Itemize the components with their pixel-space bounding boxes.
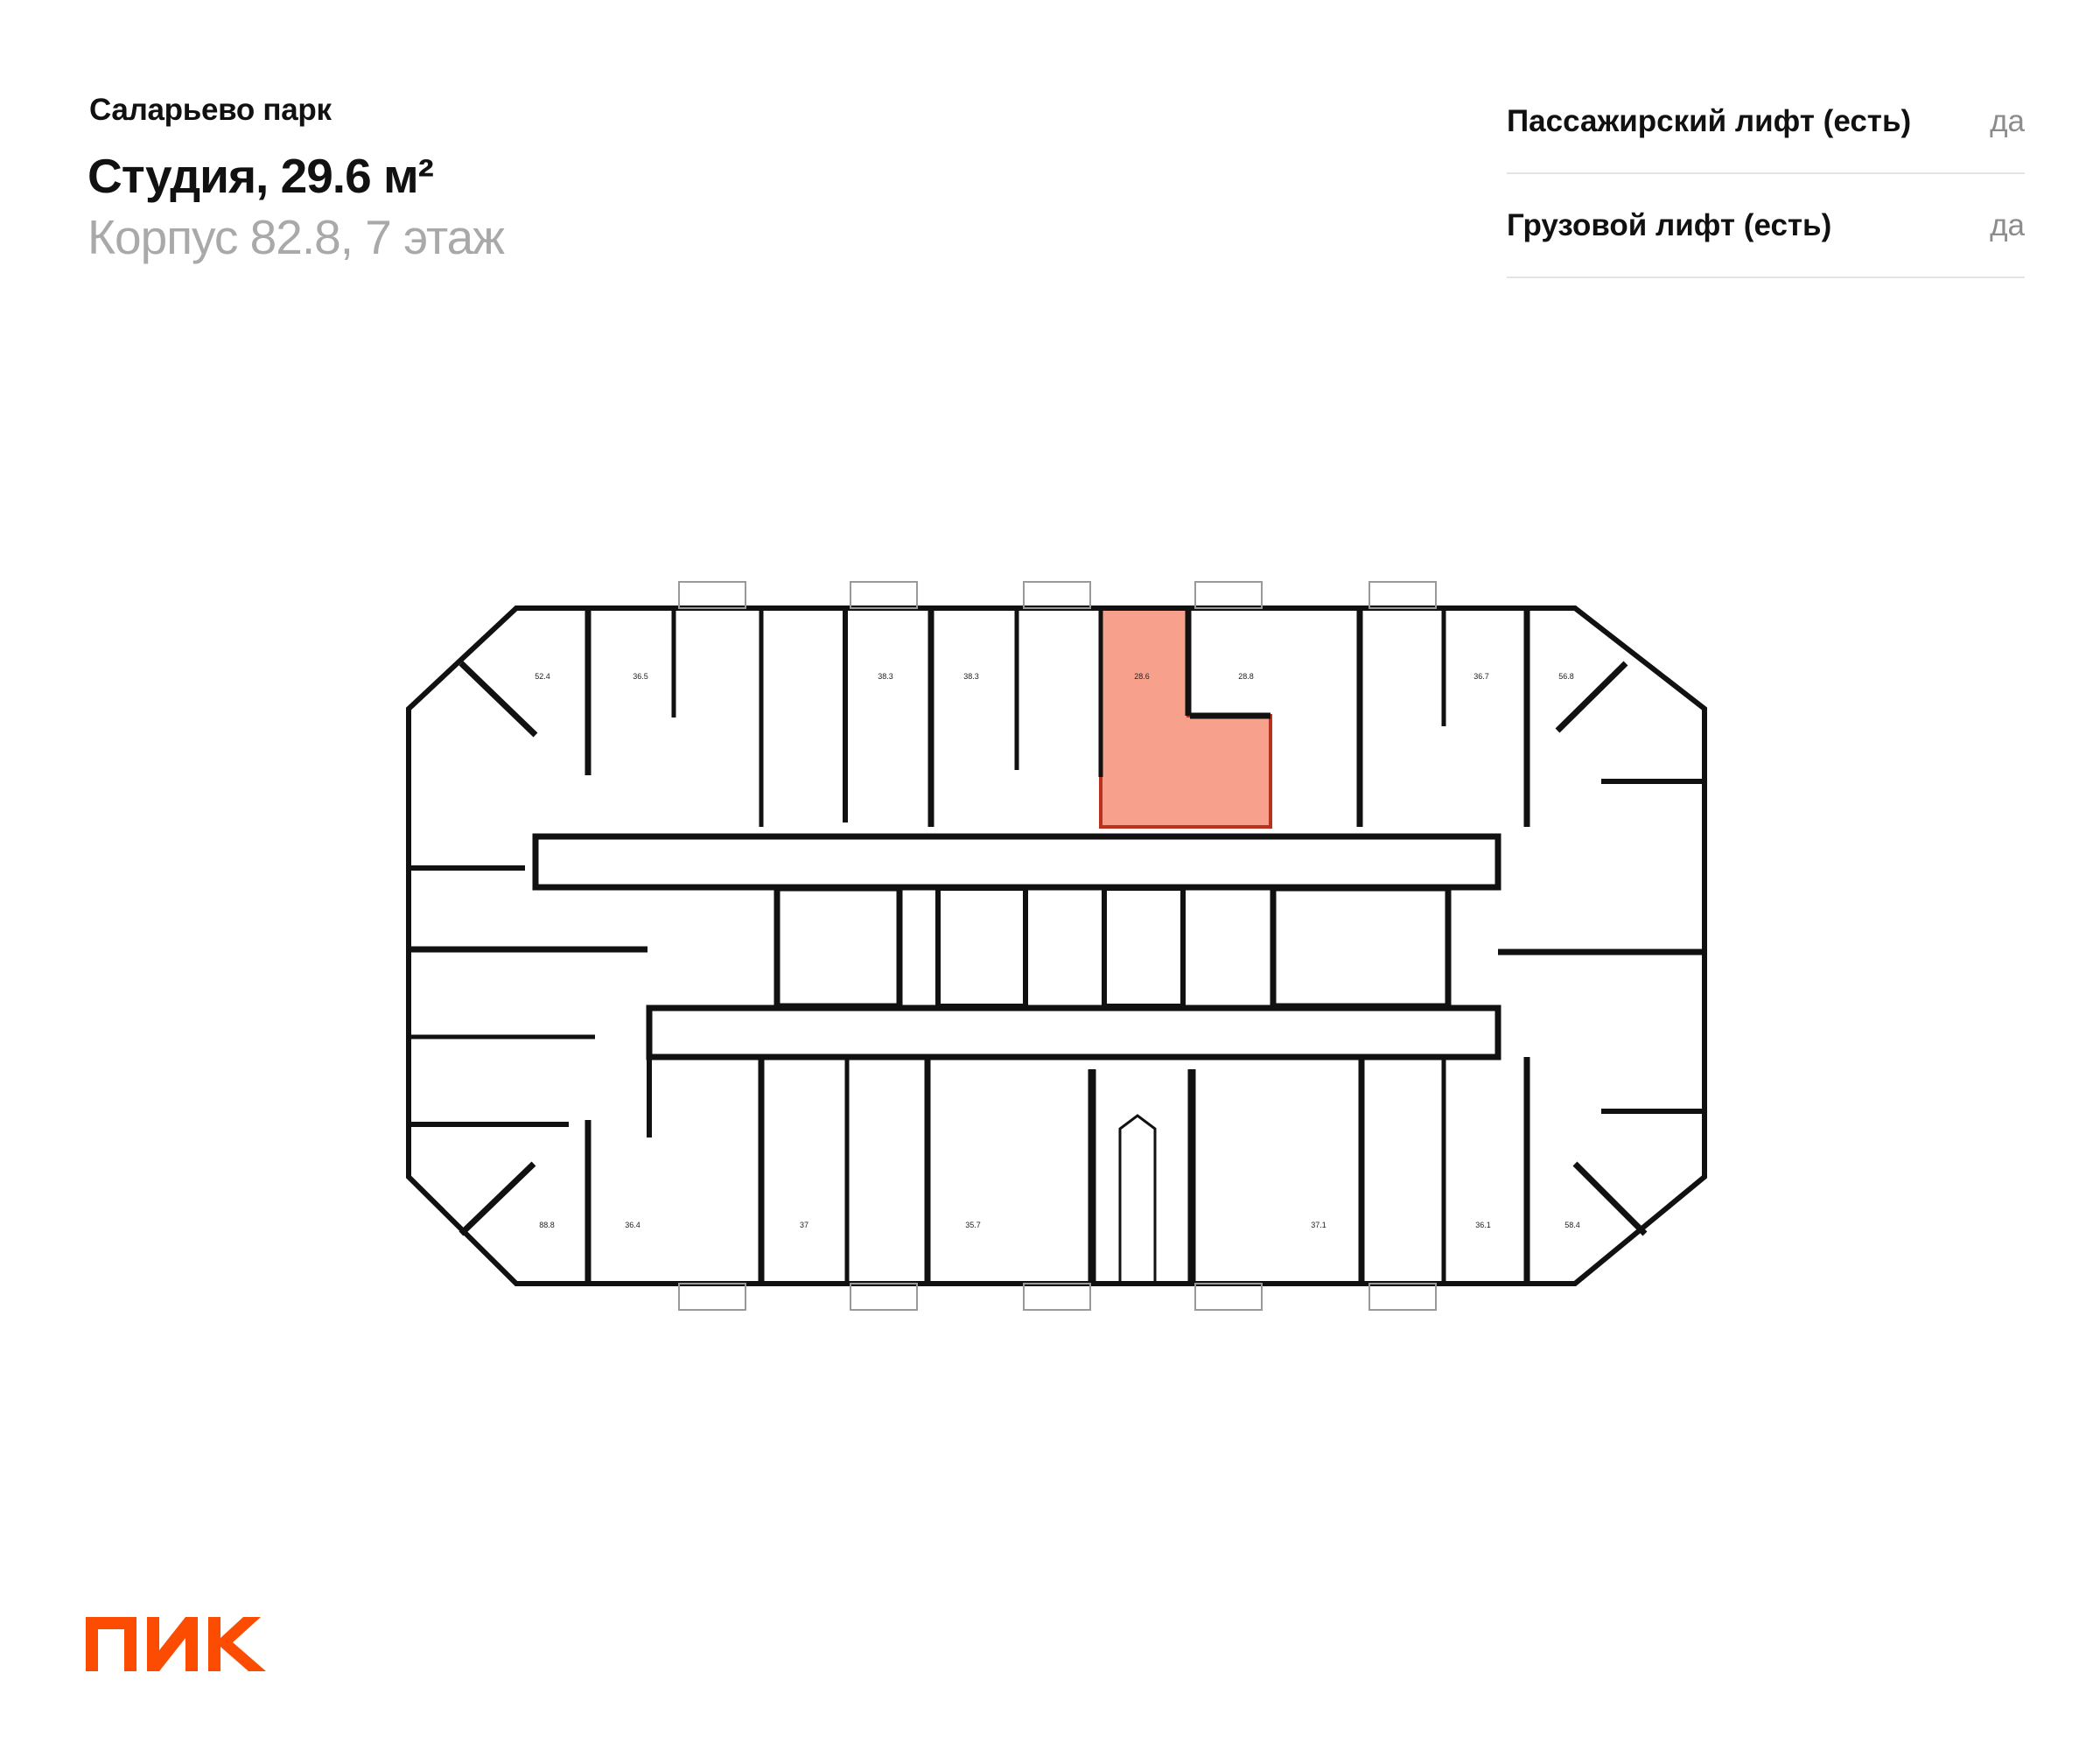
elevator-core-1 <box>935 886 1028 1009</box>
outer-wall <box>406 606 1707 1286</box>
stair-core-left <box>774 885 903 1010</box>
floor-plan: 52.4 36.5 38.3 38.3 28.6 28.8 36.7 56.8 … <box>406 581 1707 1311</box>
unit-area-label: 36.5 <box>633 672 648 681</box>
feature-freight-lift: Грузовой лифт (есть) да <box>1507 174 2025 278</box>
feature-label: Грузовой лифт (есть) <box>1507 207 1832 242</box>
unit-area-label: 88.8 <box>539 1221 555 1229</box>
unit-area-label: 38.3 <box>963 672 979 681</box>
project-name: Саларьево парк <box>89 93 332 127</box>
feature-value: да <box>1990 207 2025 242</box>
unit-area-label: 56.8 <box>1558 672 1574 681</box>
elevator-core-2 <box>1102 886 1186 1009</box>
unit-area-label: 58.4 <box>1564 1221 1580 1229</box>
building-info: Корпус 82.8, 7 этаж <box>88 210 505 264</box>
feature-value: да <box>1990 103 2025 138</box>
unit-area-label: 36.1 <box>1475 1221 1491 1229</box>
unit-area-label: 36.7 <box>1474 672 1489 681</box>
feature-passenger-lift: Пассажирский лифт (есть) да <box>1507 70 2025 174</box>
feature-label: Пассажирский лифт (есть) <box>1507 103 1912 138</box>
unit-area-label: 35.7 <box>965 1221 981 1229</box>
pik-logo <box>86 1617 266 1671</box>
corridor-top <box>532 833 1502 891</box>
unit-area-label: 28.8 <box>1238 672 1254 681</box>
unit-area-label: 28.6 <box>1134 672 1150 681</box>
unit-area-label: 38.3 <box>878 672 893 681</box>
unit-area-label: 37.1 <box>1311 1221 1326 1229</box>
corridor-bottom <box>646 1004 1502 1060</box>
features-list: Пассажирский лифт (есть) да Грузовой лиф… <box>1507 70 2025 278</box>
apartment-title: Студия, 29.6 м² <box>88 149 434 203</box>
unit-area-label: 52.4 <box>535 672 550 681</box>
stair-core-right <box>1270 885 1452 1010</box>
unit-area-label: 37 <box>800 1221 808 1229</box>
unit-area-label: 36.4 <box>625 1221 640 1229</box>
